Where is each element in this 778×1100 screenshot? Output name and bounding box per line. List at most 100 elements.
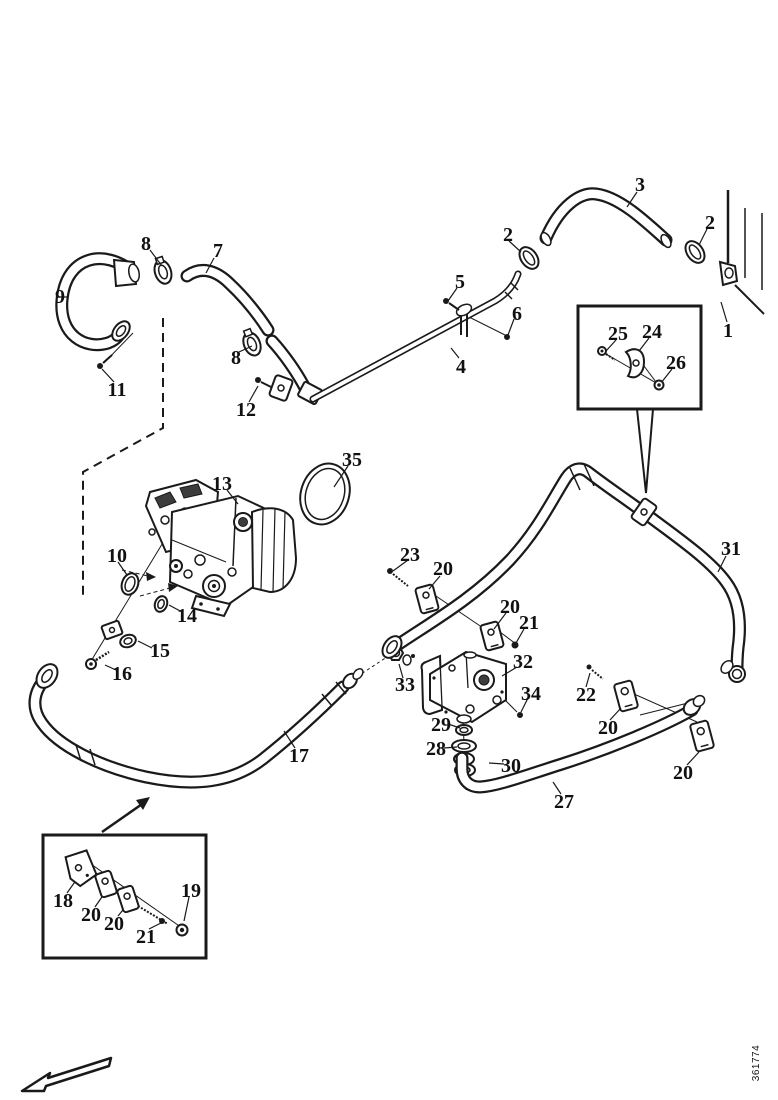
part-callout: 13 xyxy=(212,473,232,495)
part-callout: 28 xyxy=(426,738,446,760)
nut-26 xyxy=(653,379,665,391)
frame-lines xyxy=(726,190,763,290)
part-callout: 12 xyxy=(236,399,256,421)
part-callout: 20 xyxy=(673,762,693,784)
clamp-20-mid-lower xyxy=(479,620,505,652)
bolt-16 xyxy=(85,650,110,670)
o-ring-35 xyxy=(299,462,351,526)
part-callout: 3 xyxy=(635,174,645,196)
part-callout: 8 xyxy=(141,233,151,255)
part-callout: 25 xyxy=(608,323,628,345)
hose-17-flange xyxy=(35,663,59,689)
hose-31-flange xyxy=(381,635,403,659)
part-callout: 20 xyxy=(500,596,520,618)
clamp-20-box-b xyxy=(116,884,140,914)
bracket-18 xyxy=(64,849,98,888)
clamp-8-bottom xyxy=(242,327,262,357)
bolt-23 xyxy=(387,568,409,587)
part-callout: 33 xyxy=(395,674,415,696)
clamp-20-right-lower xyxy=(689,719,715,753)
part-callout: 4 xyxy=(456,356,466,378)
fitting-15 xyxy=(100,619,137,649)
part-callout: 8 xyxy=(231,347,241,369)
part-callout: 34 xyxy=(521,683,541,705)
o-ring-29 xyxy=(455,724,473,736)
part-callout: 20 xyxy=(81,904,101,926)
dashed-boundary-lines xyxy=(82,318,164,598)
part-callout: 32 xyxy=(513,651,533,673)
part-callout: 30 xyxy=(501,755,521,777)
part-callout: 2 xyxy=(503,224,513,246)
part-callout: 7 xyxy=(213,240,223,262)
part-callout: 21 xyxy=(136,926,156,948)
screw-25 xyxy=(597,346,616,361)
hose-31 xyxy=(389,462,746,677)
pipe-4 xyxy=(309,270,522,403)
leader-lines xyxy=(57,191,728,930)
part-callout: 21 xyxy=(519,612,539,634)
part-callout: 29 xyxy=(431,714,451,736)
clamp-20-mid-upper xyxy=(414,583,440,615)
hose-9-bottom-flange xyxy=(111,320,131,342)
hose-9-top-flange xyxy=(112,258,140,288)
part-callout: 10 xyxy=(107,545,127,567)
clamp-20-right-upper xyxy=(613,679,639,713)
o-ring-2-right xyxy=(684,240,706,264)
clamp-8-top xyxy=(153,255,173,285)
part-callout: 24 xyxy=(642,321,662,343)
part-callout: 17 xyxy=(289,745,309,767)
hose-27 xyxy=(455,703,699,794)
part-callout: 15 xyxy=(150,640,170,662)
bolt-5 xyxy=(443,298,460,311)
dashed-install-arrows xyxy=(121,569,178,597)
part-callout: 19 xyxy=(181,880,201,902)
bolt-11 xyxy=(97,354,113,369)
front-direction-arrow xyxy=(20,1056,113,1093)
part-callout: 20 xyxy=(104,913,124,935)
hose-31-clamp-on-hose xyxy=(630,497,658,527)
part-callout: 1 xyxy=(723,320,733,342)
figure-id-vertical-text: 361774 xyxy=(751,1045,762,1081)
part-callout: 20 xyxy=(598,717,618,739)
nut-6 xyxy=(504,334,510,340)
part-callout: 9 xyxy=(55,286,65,308)
o-ring-2-left xyxy=(518,246,540,270)
clamp-20-box-a xyxy=(94,869,118,899)
flange-fitting-28 xyxy=(451,739,477,753)
nut-21-mid xyxy=(511,641,519,649)
part-callout: 35 xyxy=(342,449,362,471)
clamp-24 xyxy=(624,348,646,379)
bracket-12 xyxy=(255,374,294,402)
part-callout: 11 xyxy=(108,379,127,401)
part-callout: 20 xyxy=(433,558,453,580)
detail-box-clamp xyxy=(576,304,703,494)
part-callout: 6 xyxy=(512,303,522,325)
part-callout: 2 xyxy=(705,212,715,234)
callout-labels: 8 7 9 11 8 12 2 3 2 1 5 6 4 25 24 26 35 … xyxy=(53,174,741,948)
pipe-hanger-bracket xyxy=(455,303,473,337)
hose-31-end-fitting xyxy=(720,659,746,683)
washer-14 xyxy=(153,595,169,613)
part-callout: 26 xyxy=(666,352,686,374)
hose-3 xyxy=(539,187,673,249)
part-callout: 16 xyxy=(112,663,132,685)
bolt-19-and-nut-21 xyxy=(137,905,189,937)
part-callout: 18 xyxy=(53,890,73,912)
part-callout: 23 xyxy=(400,544,420,566)
hose-17 xyxy=(28,670,350,789)
hose-junction-clamp xyxy=(682,694,706,716)
seal-10 xyxy=(120,572,140,596)
gear-pump-32 xyxy=(420,650,507,724)
bolt-22 xyxy=(586,664,604,680)
part-callout: 22 xyxy=(576,684,596,706)
bolt-34 xyxy=(517,712,523,718)
detail-box-bracket xyxy=(41,797,208,960)
hose-7 xyxy=(180,263,275,337)
part-callout: 27 xyxy=(554,791,574,813)
pump-13 xyxy=(144,478,298,618)
part-callout: 5 xyxy=(455,271,465,293)
hose-17-end-fitting xyxy=(342,667,364,690)
fitting-1 xyxy=(718,260,765,315)
